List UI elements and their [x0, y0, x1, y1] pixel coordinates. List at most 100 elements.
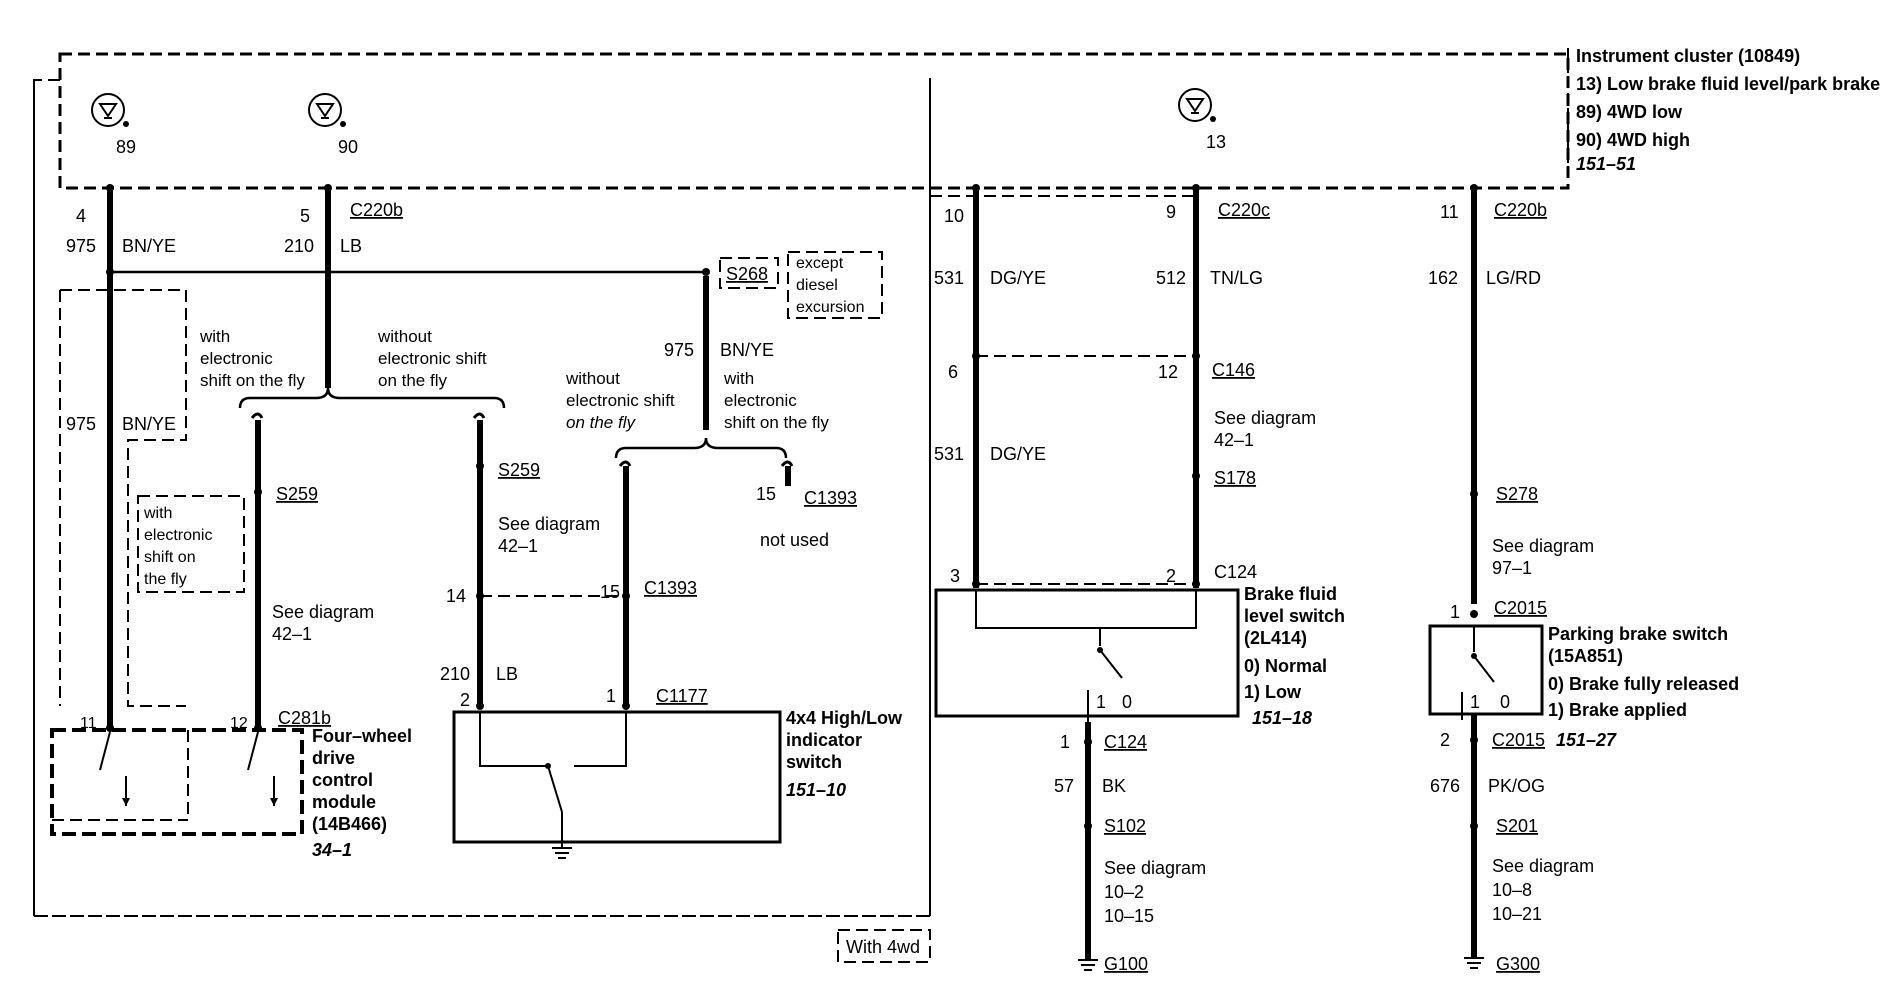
- c1393-14-pin: 14: [446, 586, 466, 606]
- s268-note-3: excursion: [796, 299, 864, 316]
- fwd-module-box: [50, 728, 304, 836]
- c1177-pin-right: 1: [606, 686, 616, 706]
- c1393-15b-name: C1393: [804, 488, 857, 508]
- fwd-module-5: (14B466): [312, 814, 387, 834]
- w210-color: LB: [340, 236, 362, 256]
- without-esof2-3: on the fly: [566, 413, 636, 432]
- fwd-module-ref: 34–1: [312, 840, 352, 860]
- with-4wd-region: [33, 78, 931, 917]
- bnye2-color: BN/YE: [122, 414, 176, 434]
- instrument-cluster-box: [58, 52, 1570, 190]
- without-esof2-1: without: [565, 369, 620, 388]
- lamp-13-icon: [1178, 88, 1216, 122]
- c124-bottom-pin: 1: [1060, 732, 1070, 752]
- with-esof-box-1: with: [143, 505, 172, 522]
- w162-connector: C220b: [1494, 200, 1547, 220]
- w975-circuit: 975: [66, 236, 96, 256]
- bnye2-circuit: 975: [66, 414, 96, 434]
- c1177-pin-left: 2: [460, 690, 470, 710]
- w162-color: LG/RD: [1486, 268, 1541, 288]
- fwd-module-1: Four–wheel: [312, 726, 412, 746]
- c1393-15-name: C1393: [644, 578, 697, 598]
- fwd-module-4: module: [312, 792, 376, 812]
- w162-pin: 11: [1440, 202, 1459, 222]
- see-d3-2: 42–1: [1214, 430, 1254, 450]
- pb-switch-ref: 151–27: [1556, 730, 1617, 750]
- fwd-module-2: drive: [312, 748, 355, 768]
- with-esof-box-2: electronic: [144, 527, 212, 544]
- c124-top-name: C124: [1214, 562, 1257, 582]
- w512-pin: 9: [1166, 202, 1176, 222]
- w975-pin: 4: [76, 206, 86, 226]
- see-d3-1: See diagram: [1214, 408, 1316, 428]
- pb-switch-1: Parking brake switch: [1548, 624, 1728, 644]
- hl-switch-1: 4x4 High/Low: [786, 708, 903, 728]
- bnye3-color: BN/YE: [720, 340, 774, 360]
- with-esof2-3: shift on the fly: [724, 413, 829, 432]
- pkog-circuit: 676: [1430, 776, 1460, 796]
- c124-top-pin-right: 2: [1166, 566, 1176, 586]
- c2015-bottom-pin: 2: [1440, 730, 1450, 750]
- w210-pin: 5: [300, 206, 310, 226]
- w512-color: TN/LG: [1210, 268, 1263, 288]
- w531-pin: 10: [944, 206, 964, 226]
- bf-switch-5: 1) Low: [1244, 682, 1302, 702]
- w512-connector: C220c: [1218, 200, 1270, 220]
- splice-s259b: S259: [498, 460, 540, 480]
- bf-switch-1: Brake fluid: [1244, 584, 1337, 604]
- w210-connector: C220b: [350, 200, 403, 220]
- cluster-name: Instrument cluster (10849): [1576, 46, 1800, 66]
- splice-s259a: S259: [276, 484, 318, 504]
- without-esof-1: without: [377, 327, 432, 346]
- c1177-name: C1177: [656, 686, 708, 706]
- with-esof-box-4: the fly: [144, 571, 187, 588]
- see-d5-1: See diagram: [1104, 858, 1206, 878]
- splice-s201: S201: [1496, 816, 1538, 836]
- splice-s178: S178: [1214, 468, 1256, 488]
- fwd-module-3: control: [312, 770, 373, 790]
- s268-note-1: except: [796, 255, 844, 272]
- hl-switch-box: [452, 710, 782, 844]
- ground-g300: G300: [1496, 954, 1540, 974]
- pb-switch-3: 0) Brake fully released: [1548, 674, 1739, 694]
- with-esof-2: electronic: [200, 349, 273, 368]
- ground-icon: [552, 847, 572, 859]
- ground-g100-icon: [1078, 959, 1098, 971]
- see-d2-2: 42–1: [498, 536, 538, 556]
- lb2-circuit: 210: [440, 664, 470, 684]
- bf-switch-2: level switch: [1244, 606, 1345, 626]
- see-d2-1: See diagram: [498, 514, 600, 534]
- see-d5-3: 10–15: [1104, 906, 1154, 926]
- c146-name: C146: [1212, 360, 1255, 380]
- s268-note-2: diesel: [796, 277, 838, 294]
- w210-circuit: 210: [284, 236, 314, 256]
- bk-color: BK: [1102, 776, 1126, 796]
- with-esof-1: with: [199, 327, 230, 346]
- lamp-90-label: 90: [338, 137, 358, 157]
- with-esof-3: shift on the fly: [200, 371, 305, 390]
- c1393-15b-pin: 15: [756, 484, 776, 504]
- w531-circuit: 531: [934, 268, 964, 288]
- w512-circuit: 512: [1156, 268, 1186, 288]
- pb-switch-2: (15A851): [1548, 646, 1623, 666]
- hl-switch-ref: 151–10: [786, 780, 846, 800]
- bf-switch-pos0: 0: [1122, 692, 1132, 712]
- without-esof-2: electronic shift: [378, 349, 487, 368]
- c146-pin-left: 6: [948, 362, 958, 382]
- without-esof-3: on the fly: [378, 371, 447, 390]
- c1393-15-pin: 15: [600, 582, 620, 602]
- lamp-89-icon: [91, 93, 129, 127]
- c281b-name: C281b: [278, 708, 331, 728]
- see-d6-1: See diagram: [1492, 856, 1594, 876]
- lamp-90-icon: [308, 93, 346, 127]
- not-used: not used: [760, 530, 829, 550]
- lamp-13-label: 13: [1206, 132, 1226, 152]
- splice-s268: S268: [726, 264, 768, 284]
- c2015-bottom-name: C2015: [1492, 730, 1545, 750]
- c124-top-pin-left: 3: [950, 566, 960, 586]
- bf-switch-4: 0) Normal: [1244, 656, 1327, 676]
- pb-switch-pos0: 0: [1500, 692, 1510, 712]
- pb-switch-pos1: 1: [1470, 692, 1480, 712]
- bnye3-circuit: 975: [664, 340, 694, 360]
